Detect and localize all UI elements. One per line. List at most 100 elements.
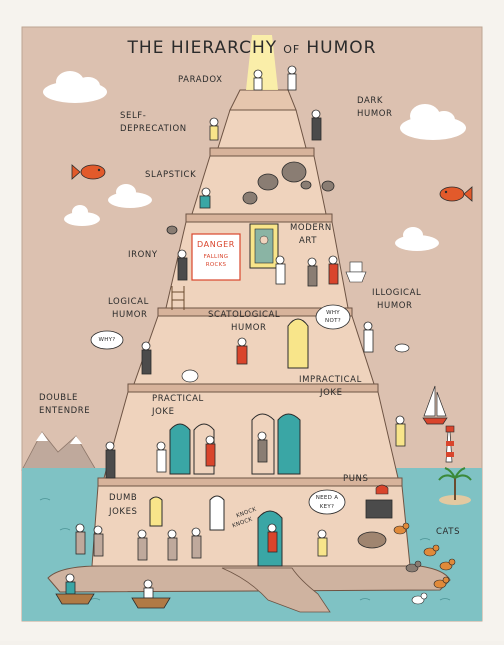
label-impractical-2: JOKE [320,388,343,398]
doors [149,318,309,567]
person-icon [141,341,152,375]
painting [254,228,274,264]
person-icon [205,435,216,467]
person-icon [177,249,188,281]
title-part2: OF [283,43,301,56]
label-dark-humor-2: HUMOR [357,109,393,119]
window [149,496,163,527]
cloud-icon [395,227,439,251]
donkey-icon [357,531,387,549]
label-danger-3: ROCKS [205,262,227,268]
cat-icon [411,592,428,605]
label-dumb-jokes-2: JOKES [109,507,138,517]
lighthouse-icon [445,425,455,463]
spotlight [246,35,278,90]
label-need-key-2: KEY? [319,504,335,510]
label-slapstick: SLAPSTICK [145,170,197,180]
person-icon [191,527,202,559]
dog-icon [394,343,410,353]
person-icon [143,579,154,599]
label-need-key-1: NEED A [315,495,339,501]
person-icon [236,337,248,365]
tier-2 [103,391,399,479]
water-ripples [39,498,451,601]
person-icon [137,529,148,561]
cloud-icon [64,205,100,226]
label-puns: PUNS [343,474,369,484]
piano-icon [365,499,393,519]
fish-left-icon [71,164,106,180]
tier-2-ledge [127,383,379,393]
person-icon [363,321,374,353]
chicken-icon [181,369,199,383]
door-impractical-2 [277,413,301,475]
label-paradox: PARADOX [178,75,223,85]
label-modern-art-2: ART [299,236,318,246]
label-double-entendre-2: ENTENDRE [39,406,91,416]
door-practical-1 [169,423,191,475]
label-scatological-1: SCATOLOGICAL [208,310,281,320]
need-key-bubble [308,489,346,515]
person-icon [267,523,278,553]
person-icon [75,523,86,555]
cat-icon [423,544,440,557]
why-bubble [90,330,124,350]
person-icon [253,69,263,91]
person-icon [395,415,406,447]
person-icon [167,529,178,561]
ladder-icon [171,286,185,310]
falling-rocks [166,161,335,235]
window [209,495,225,531]
cloud-icon [43,71,107,103]
person-icon [287,65,297,91]
cat-icon [439,558,456,571]
rowboat-icon [131,597,171,609]
cloud-icon [108,184,152,208]
label-self-deprecation-1: SELF- [120,111,147,121]
page-title: THE HIERARCHY OF HUMOR [0,38,504,58]
tier-top [229,89,297,111]
label-why-not-2: NOT? [325,318,341,324]
label-practical-2: JOKE [152,407,175,417]
label-cats: CATS [436,527,461,537]
door-scatological [287,318,309,369]
label-self-deprecation-2: DEPRECATION [120,124,187,134]
cloud-icon [400,104,466,140]
toilet-icon [345,261,367,283]
rowboat-icon [55,593,95,605]
person-icon [317,529,328,557]
label-illogical-humor-1: ILLOGICAL [372,288,422,298]
label-illogical-humor-2: HUMOR [377,301,413,311]
clouds [43,71,466,251]
cat-icon [393,522,410,535]
person-icon [307,257,318,287]
tier-6 [217,109,307,149]
danger-sign [191,233,241,281]
label-dumb-jokes-1: DUMB [109,493,138,503]
cat-icon [405,560,422,573]
tier-4-ledge [185,213,333,223]
label-practical-1: PRACTICAL [152,394,204,404]
label-double-entendre-1: DOUBLE [39,393,78,403]
tier-3-ledge [157,307,353,317]
person-icon [93,525,104,557]
label-logical-humor-2: HUMOR [112,310,148,320]
label-scatological-2: HUMOR [231,323,267,333]
label-danger-1: DANGER [197,240,235,249]
island-palm-icon [438,467,472,505]
person-icon [156,441,167,473]
fish-right-icon [439,186,473,202]
label-why-not-1: WHY [326,310,340,316]
label-logical-humor-1: LOGICAL [108,297,149,307]
label-impractical-1: IMPRACTICAL [299,375,362,385]
tier-5-ledge [209,147,315,157]
person-icon [199,187,211,209]
label-modern-art-1: MODERN [290,223,332,233]
person-icon [209,117,219,141]
sailboat-icon [422,385,448,425]
person-icon [311,109,322,141]
walkway [221,567,331,613]
why-not-bubble [315,304,351,330]
person-icon [328,255,339,285]
